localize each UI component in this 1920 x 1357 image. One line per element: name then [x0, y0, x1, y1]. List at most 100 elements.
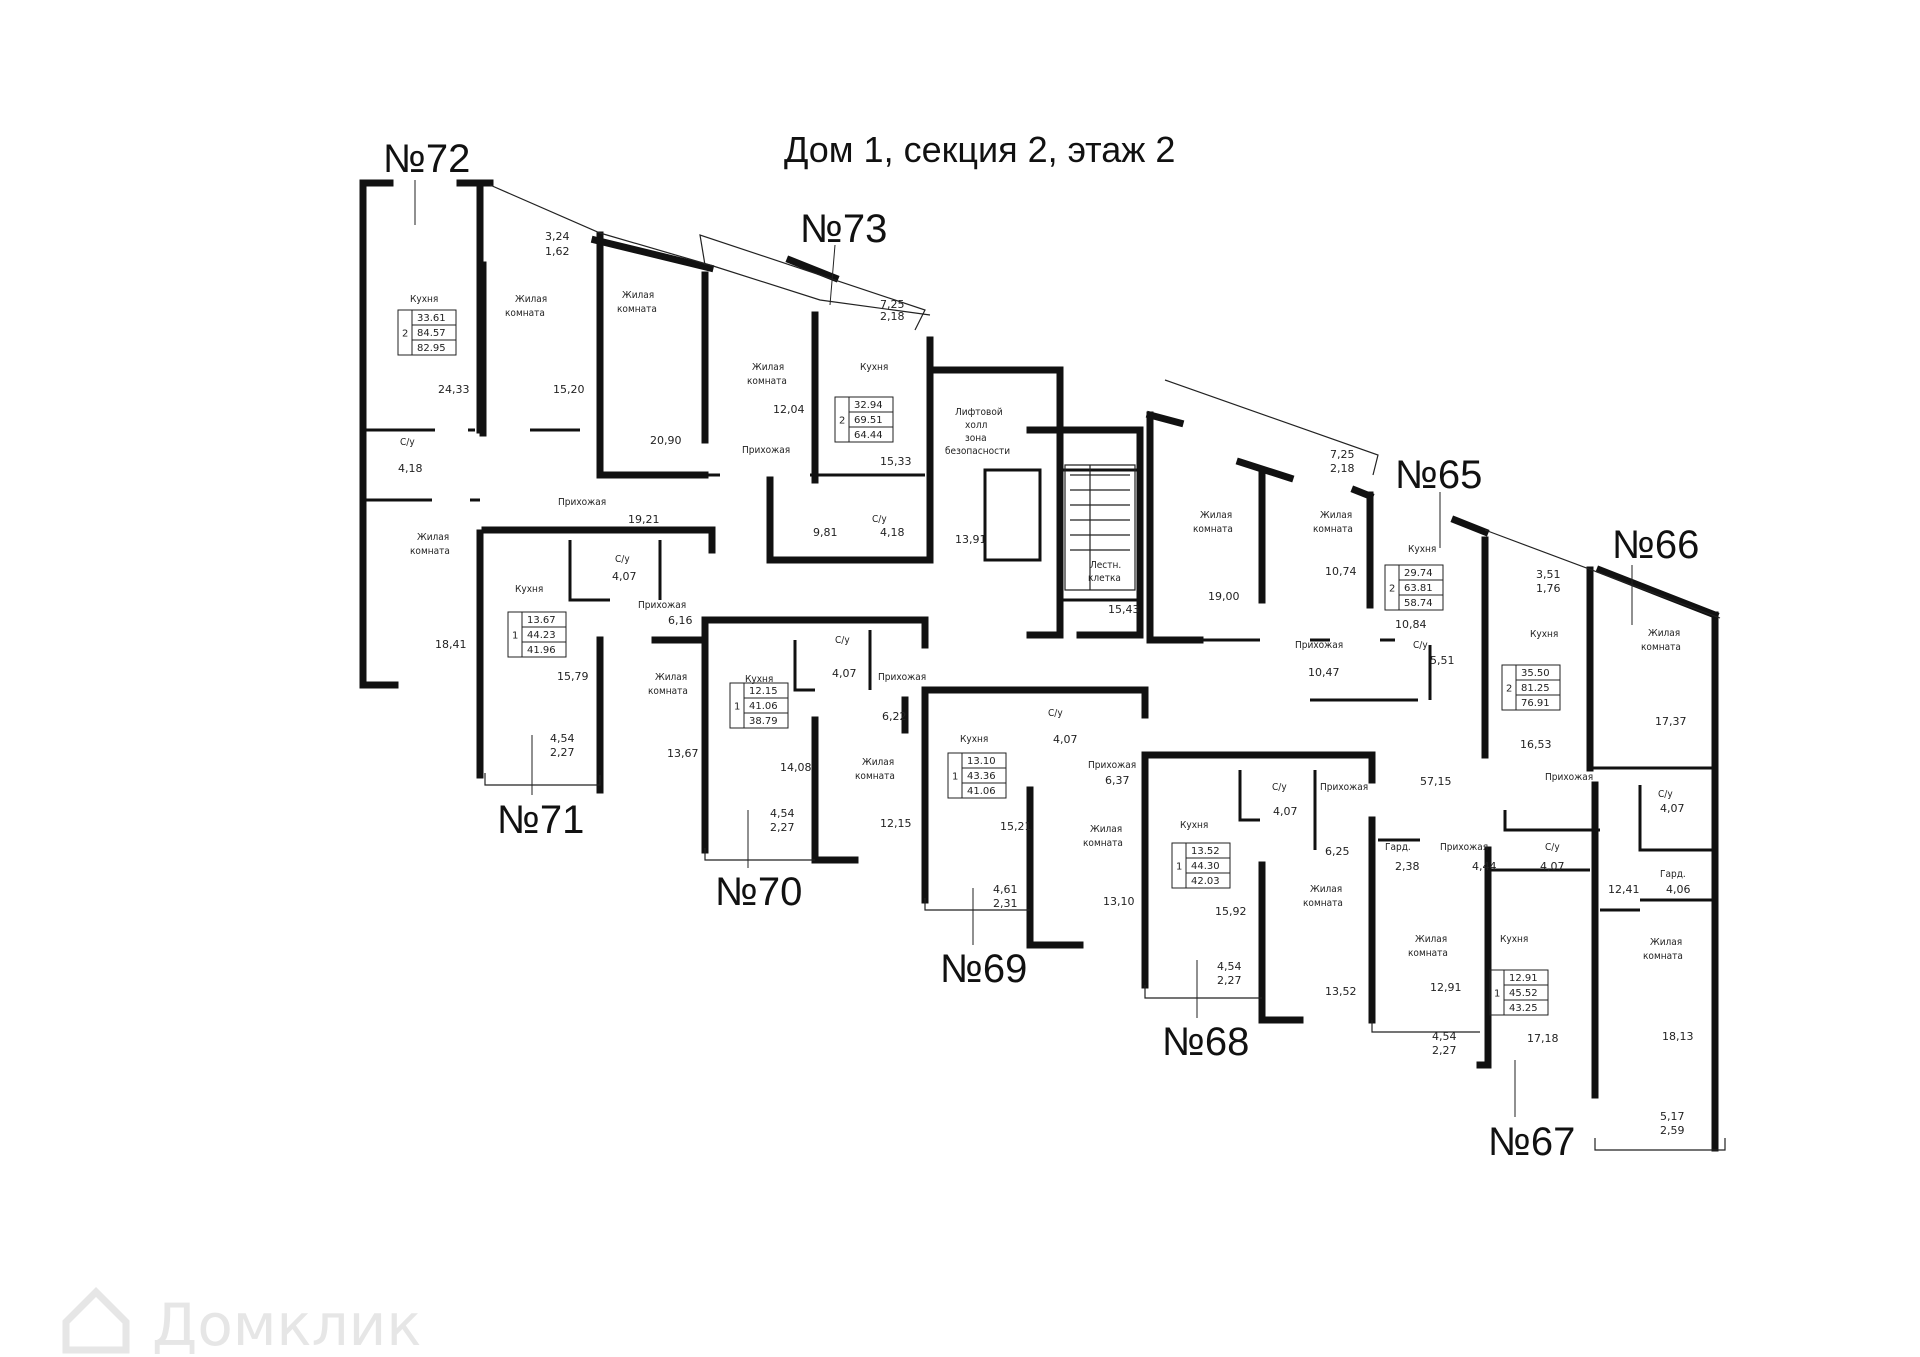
- area-box-value: 42.03: [1191, 876, 1220, 887]
- walls: [359, 179, 1720, 1152]
- apartment-number-68: №68: [1162, 1020, 1249, 1064]
- area-66-balcony-reduced: 1,76: [1536, 582, 1561, 595]
- area-66-kitchen: 16,53: [1520, 738, 1552, 751]
- room-label-kitchen-71: Кухня: [515, 584, 543, 595]
- room-label-hallway-70: Прихожая: [878, 672, 926, 683]
- area-lift-hall: 13,91: [955, 533, 987, 546]
- area-box-value: 43.25: [1509, 1003, 1538, 1014]
- area-68-living: 13,52: [1325, 985, 1357, 998]
- area-72-living-b: 18,41: [435, 638, 467, 651]
- area-73-living-b: 12,04: [773, 403, 805, 416]
- apartment-number-66: №66: [1612, 523, 1699, 567]
- room-label-hallway-68: Прихожая: [1320, 782, 1368, 793]
- area-box-value: 13.10: [967, 756, 996, 767]
- area-stair: 15,43: [1108, 603, 1140, 616]
- area-68-kitchen: 15,92: [1215, 905, 1247, 918]
- room-label-bathroom-70: С/у: [835, 635, 850, 646]
- apartment-number-67: №67: [1488, 1120, 1575, 1164]
- area-71-balcony-reduced: 2,27: [550, 746, 575, 759]
- area-box-value: 43.36: [967, 771, 996, 782]
- room-label-hallway-73: Прихожая: [742, 445, 790, 456]
- area-66-living-a: 17,37: [1655, 715, 1687, 728]
- area-box-rooms: 1: [512, 631, 518, 642]
- area-box-rooms: 1: [1176, 862, 1182, 873]
- area-box-value: 41.06: [967, 786, 996, 797]
- area-box-value: 29.74: [1404, 568, 1433, 579]
- area-65-kitchen: 10,84: [1395, 618, 1427, 631]
- area-66-wardrobe: 4,06: [1666, 883, 1691, 896]
- area-67-bath: 4,07: [1540, 860, 1565, 873]
- room-label-bathroom-65: С/у: [1413, 640, 1428, 651]
- room-label-hallway-65: Прихожая: [1295, 640, 1343, 651]
- area-71-hallway: 19,21: [628, 513, 660, 526]
- area-69-bath: 4,07: [1053, 733, 1078, 746]
- area-box-value: 33.61: [417, 313, 446, 324]
- area-66-living-b: 18,13: [1662, 1030, 1694, 1043]
- room-label-bathroom-67: С/у: [1545, 842, 1560, 853]
- room-label-kitchen-65: Кухня: [1408, 544, 1436, 555]
- apartment-number-71: №71: [497, 798, 584, 842]
- area-71-kitchen: 15,79: [557, 670, 589, 683]
- room-label-bathroom-68: С/у: [1272, 782, 1287, 793]
- plan-title: Дом 1, секция 2, этаж 2: [784, 129, 1175, 170]
- room-label-bathroom-72: С/у: [400, 437, 415, 448]
- room-areas: 24,33 15,20 4,18 18,41 3,24 1,62 20,90 1…: [398, 230, 1694, 1137]
- area-68-balcony: 4,54: [1217, 960, 1242, 973]
- area-67-wardrobe: 2,38: [1395, 860, 1420, 873]
- area-box-rooms: 1: [952, 772, 958, 783]
- room-label-bathroom-66: С/у: [1658, 789, 1673, 800]
- area-70-bath: 4,07: [832, 667, 857, 680]
- area-70-balcony-reduced: 2,27: [770, 821, 795, 834]
- area-box-value: 32.94: [854, 400, 883, 411]
- stair-symbol: [1064, 464, 1136, 591]
- area-box-value: 69.51: [854, 415, 883, 426]
- area-73-balcony-reduced: 2,18: [880, 310, 905, 323]
- area-66-bath: 4,07: [1660, 802, 1685, 815]
- area-65-balcony: 7,25: [1330, 448, 1355, 461]
- area-73-kitchen: 15,33: [880, 455, 912, 468]
- area-65-living-a: 19,00: [1208, 590, 1240, 603]
- area-72-bath: 4,18: [398, 462, 423, 475]
- area-69-balcony-reduced: 2,31: [993, 897, 1018, 910]
- balconies: [484, 184, 1726, 1151]
- room-label-hallway-66: Прихожая: [1545, 772, 1593, 783]
- domclick-watermark: Домклик: [62, 1287, 421, 1357]
- area-73-bath: 4,18: [880, 526, 905, 539]
- room-label-hallway-67: Прихожая: [1440, 842, 1488, 853]
- room-label-kitchen-66: Кухня: [1530, 629, 1558, 640]
- area-73-balcony: 7,25: [880, 298, 905, 311]
- room-label-kitchen-72: Кухня: [410, 294, 438, 305]
- area-box-value: 12.91: [1509, 973, 1538, 984]
- area-67-balcony-reduced: 2,27: [1432, 1044, 1457, 1057]
- apartment-number-65: №65: [1395, 453, 1482, 497]
- area-box-value: 58.74: [1404, 598, 1433, 609]
- area-box-value: 45.52: [1509, 988, 1538, 999]
- area-65-bath: 5,51: [1430, 654, 1455, 667]
- area-70-living: 12,15: [880, 817, 912, 830]
- room-label-kitchen-70: Кухня: [745, 674, 773, 685]
- area-73-hallway: 9,81: [813, 526, 838, 539]
- house-logo-icon: [62, 1287, 130, 1354]
- area-67-balcony: 4,54: [1432, 1030, 1457, 1043]
- area-box-value: 82.95: [417, 343, 446, 354]
- area-boxes: 233.6184.5782.95232.9469.5164.44113.6744…: [397, 309, 1561, 1016]
- area-72-balcony: 3,24: [545, 230, 570, 243]
- area-69-kitchen: 15,21: [1000, 820, 1032, 833]
- area-67-corridor: 57,15: [1420, 775, 1452, 788]
- area-66-balcony-b: 5,17: [1660, 1110, 1685, 1123]
